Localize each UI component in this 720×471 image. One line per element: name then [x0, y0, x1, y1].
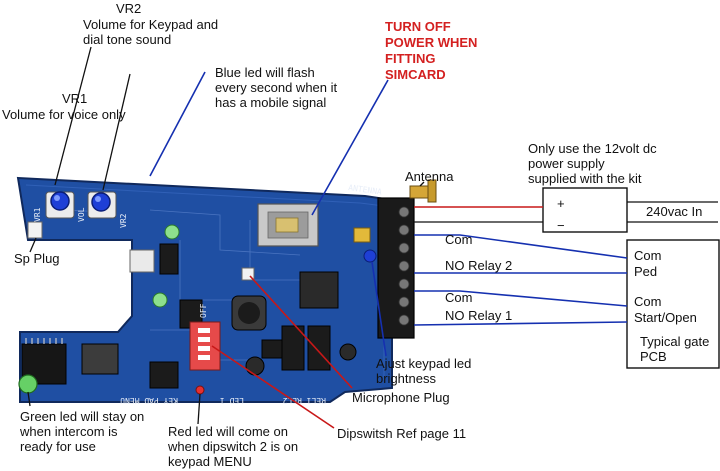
adjust-led-label-1: Ajust keypad led: [376, 356, 471, 371]
status-led-lower: [152, 292, 168, 308]
callout-microphone: [249, 275, 353, 389]
silk-rel: REL1 REL2: [282, 396, 326, 405]
psu-note-1: Only use the 12volt dc: [528, 141, 657, 156]
adjust-led-label-2: brightness: [376, 371, 436, 386]
crystal-chip: [81, 343, 119, 375]
psu-note-3: supplied with the kit: [528, 171, 642, 186]
callout-blue-led: [149, 71, 206, 177]
speaker-plug: [27, 221, 43, 239]
wire-com-start: [414, 290, 628, 307]
silk-off: OFF: [199, 303, 208, 318]
green-led-desc-3: ready for use: [20, 439, 96, 454]
callout-sp-plug: [29, 237, 37, 253]
red-led-desc-1: Red led will come on: [168, 424, 288, 439]
callout-vr2-top: [102, 73, 131, 191]
gate-pcb-box: [626, 239, 720, 369]
terminal-block: [377, 197, 415, 339]
red-led-desc-3: keypad MENU: [168, 454, 252, 469]
gate-ped: Ped: [634, 264, 657, 279]
gsm-module: [231, 271, 339, 331]
callout-green-led: [27, 391, 31, 407]
warning-line-3: FITTING: [385, 51, 436, 66]
antenna-connector: [409, 179, 437, 203]
vr1-desc: Volume for voice only: [2, 107, 126, 122]
green-led-desc-1: Green led will stay on: [20, 409, 144, 424]
gate-com-start: Com: [634, 294, 661, 309]
silk-led1: LED 1: [220, 396, 244, 405]
gate-pcb-title: Typical gate: [640, 334, 709, 349]
silk-menu: KEY PAD MENU: [120, 396, 178, 405]
warning-line-1: TURN OFF: [385, 19, 451, 34]
label-relay-2: NO Relay 2: [445, 258, 512, 273]
callout-antenna: [419, 181, 425, 187]
blue-led-desc-2: every second when it: [215, 80, 338, 95]
callout-simcard: [311, 79, 389, 216]
gate-pcb-subtitle: PCB: [640, 349, 667, 364]
red-led-desc-2: when dipswitch 2 is on: [167, 439, 298, 454]
simcard-holder: [257, 203, 319, 247]
label-com-1: Com: [445, 232, 472, 247]
sp-plug-label: Sp Plug: [14, 251, 60, 266]
callout-dipswitch: [211, 345, 335, 429]
vr2-desc-2: dial tone sound: [83, 32, 171, 47]
ic-chips: [129, 243, 285, 389]
psu-note-2: power supply: [528, 156, 605, 171]
gate-start-open: Start/Open: [634, 310, 697, 325]
psu-box: [542, 187, 628, 233]
label-com-2: Com: [445, 290, 472, 305]
blue-led-desc-3: has a mobile signal: [215, 95, 326, 110]
silk-vr1: VR1: [33, 207, 42, 222]
status-led-upper: [164, 224, 180, 240]
silk-vol: VOL: [77, 207, 86, 222]
dipswitch: [189, 321, 221, 371]
vr2-potentiometer: [87, 191, 117, 219]
vr2-title: VR2: [116, 1, 141, 16]
warning-line-4: SIMCARD: [385, 67, 446, 82]
mains-label: 240vac In: [646, 204, 702, 219]
green-led: [18, 374, 38, 394]
blue-led-desc-1: Blue led will flash: [215, 65, 315, 80]
callout-led-brightness: [371, 261, 387, 357]
relays: [281, 325, 331, 371]
psu-plus: +: [557, 196, 565, 211]
dipswitch-ref-label: Dipswitsh Ref page 11: [337, 426, 466, 441]
wire-com-ped: [414, 234, 628, 259]
callout-vr1: [54, 46, 92, 186]
warning-line-2: POWER WHEN: [385, 35, 477, 50]
psu-minus: −: [557, 218, 565, 233]
silk-vr2: VR2: [119, 213, 128, 228]
green-led-desc-2: when intercom is: [19, 424, 118, 439]
gate-com-ped: Com: [634, 248, 661, 263]
vr1-potentiometer: [45, 191, 75, 219]
red-led: [195, 385, 205, 395]
keypad-led-pot: [353, 227, 377, 263]
vr1-title: VR1: [62, 91, 87, 106]
microphone-plug-label: Microphone Plug: [352, 390, 450, 405]
antenna-label: Antenna: [405, 169, 454, 184]
wire-relay1: [413, 321, 628, 326]
label-relay-1: NO Relay 1: [445, 308, 512, 323]
capacitors: [245, 343, 357, 376]
vr2-desc-1: Volume for Keypad and: [83, 17, 218, 32]
callout-red-led: [197, 393, 201, 425]
